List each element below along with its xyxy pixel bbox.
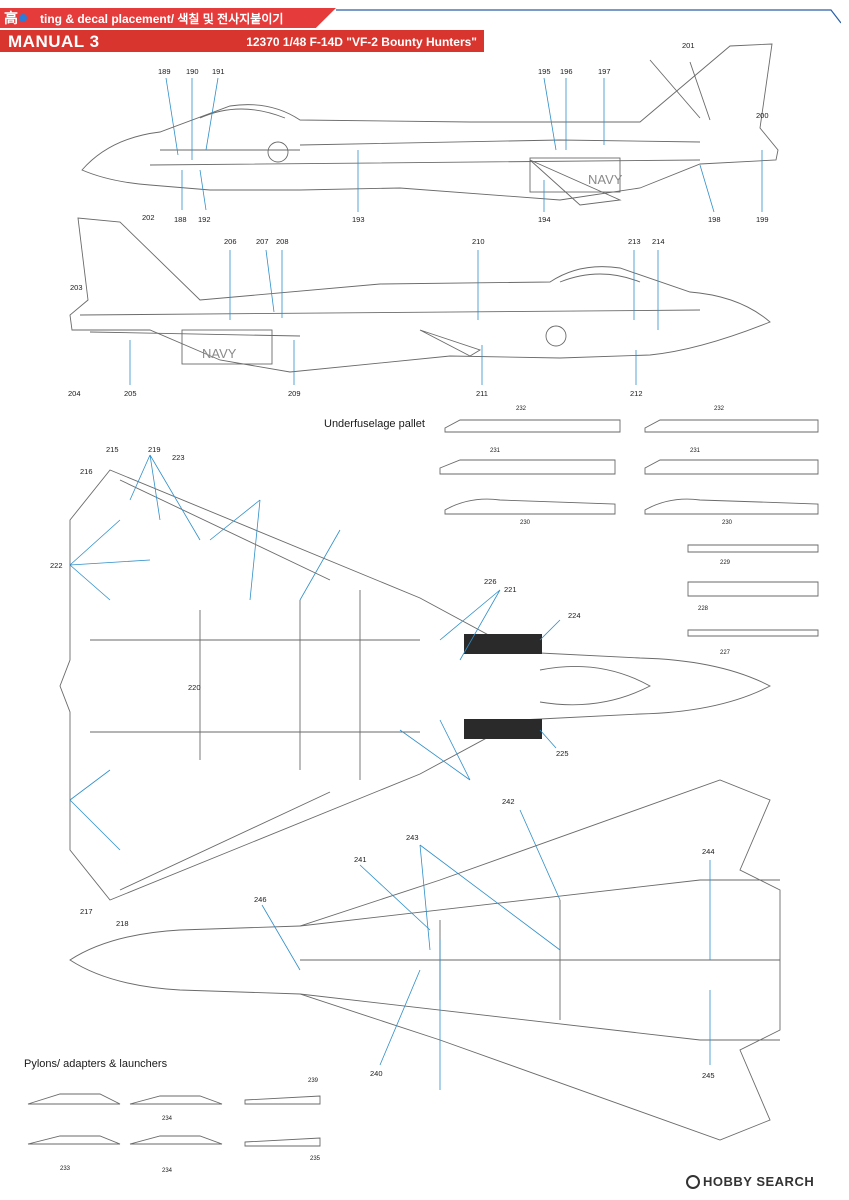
callout-195: 195 (538, 67, 551, 76)
callout-219: 219 (148, 445, 161, 454)
callout-201: 201 (682, 41, 695, 50)
section-underfuselage-pallet: Underfuselage pallet (324, 418, 425, 430)
bottom-view (69, 779, 781, 1141)
callout-220: 220 (188, 683, 201, 692)
callout-196: 196 (560, 67, 573, 76)
callout-188: 188 (174, 215, 187, 224)
callout-225: 225 (556, 749, 569, 758)
callout-222: 222 (50, 561, 63, 570)
site-logo: 高 (4, 8, 38, 28)
callout-232a: 232 (516, 406, 527, 412)
callout-190: 190 (186, 67, 199, 76)
callout-229: 229 (720, 560, 731, 566)
navy-marking-side2: NAVY (202, 346, 237, 361)
callout-212: 212 (630, 389, 643, 398)
callout-227: 227 (720, 650, 731, 656)
black-decals (464, 634, 542, 739)
callout-223: 223 (172, 453, 185, 462)
watermark-text: HOBBY SEARCH (703, 1174, 815, 1189)
callout-207: 207 (256, 237, 269, 246)
callout-211: 211 (476, 389, 488, 398)
callout-218: 218 (116, 919, 129, 928)
callout-191: 191 (212, 67, 225, 76)
callout-200: 200 (756, 111, 769, 120)
manual-number: MANUAL 3 (8, 32, 100, 51)
callout-193: 193 (352, 215, 365, 224)
side-view-right (69, 217, 771, 373)
callout-215: 215 (106, 445, 119, 454)
callout-202: 202 (142, 213, 155, 222)
callout-204: 204 (68, 389, 81, 398)
callout-208: 208 (276, 237, 289, 246)
callout-233: 233 (60, 1166, 71, 1172)
callout-231b: 231 (690, 448, 701, 454)
callout-239: 239 (308, 1078, 319, 1084)
callout-194: 194 (538, 215, 551, 224)
callout-205: 205 (124, 389, 137, 398)
pallet-drawings (439, 419, 819, 637)
callout-206: 206 (224, 237, 237, 246)
callout-234a: 234 (162, 1116, 173, 1122)
callout-199: 199 (756, 215, 769, 224)
callout-244: 244 (702, 847, 715, 856)
callout-240: 240 (370, 1069, 383, 1078)
callout-242: 242 (502, 797, 515, 806)
callout-214: 214 (652, 237, 665, 246)
hobby-search-watermark: HOBBY SEARCH (686, 1174, 814, 1189)
callout-246: 246 (254, 895, 267, 904)
callout-234b: 234 (162, 1168, 173, 1174)
callout-245: 245 (702, 1071, 715, 1080)
logo-dot-icon (19, 14, 27, 22)
callout-197: 197 (598, 67, 611, 76)
page-title: ting & decal placement/ 색칠 및 전사지붙이기 (40, 12, 284, 26)
side-view-left (81, 43, 779, 206)
callout-209: 209 (288, 389, 301, 398)
callout-230a: 230 (520, 520, 531, 526)
navy-marking-side1: NAVY (588, 172, 623, 187)
top-view (59, 469, 771, 901)
section-pylons: Pylons/ adapters & launchers (24, 1058, 168, 1070)
callout-228: 228 (698, 606, 709, 612)
manual-banner (0, 30, 484, 52)
callout-224: 224 (568, 611, 581, 620)
callout-217: 217 (80, 907, 93, 916)
callout-203: 203 (70, 283, 83, 292)
callout-lines (69, 77, 763, 1090)
callout-189: 189 (158, 67, 171, 76)
callout-241: 241 (354, 855, 367, 864)
callout-232b: 232 (714, 406, 725, 412)
callout-226: 226 (484, 577, 497, 586)
callout-192: 192 (198, 215, 211, 224)
callout-235: 235 (310, 1156, 321, 1162)
pylon-drawings (27, 1093, 321, 1147)
logo-glyph: 高 (4, 10, 18, 26)
callout-221: 221 (504, 585, 517, 594)
callout-210: 210 (472, 237, 485, 246)
callout-230b: 230 (722, 520, 733, 526)
watermark-ring-icon (686, 1174, 700, 1189)
callout-243: 243 (406, 833, 419, 842)
header-rule (336, 9, 841, 24)
callout-216: 216 (80, 467, 93, 476)
header-banner (0, 8, 336, 28)
callout-198: 198 (708, 215, 721, 224)
callout-231a: 231 (490, 448, 501, 454)
callout-213: 213 (628, 237, 641, 246)
kit-title: 12370 1/48 F-14D "VF-2 Bounty Hunters" (246, 35, 477, 49)
